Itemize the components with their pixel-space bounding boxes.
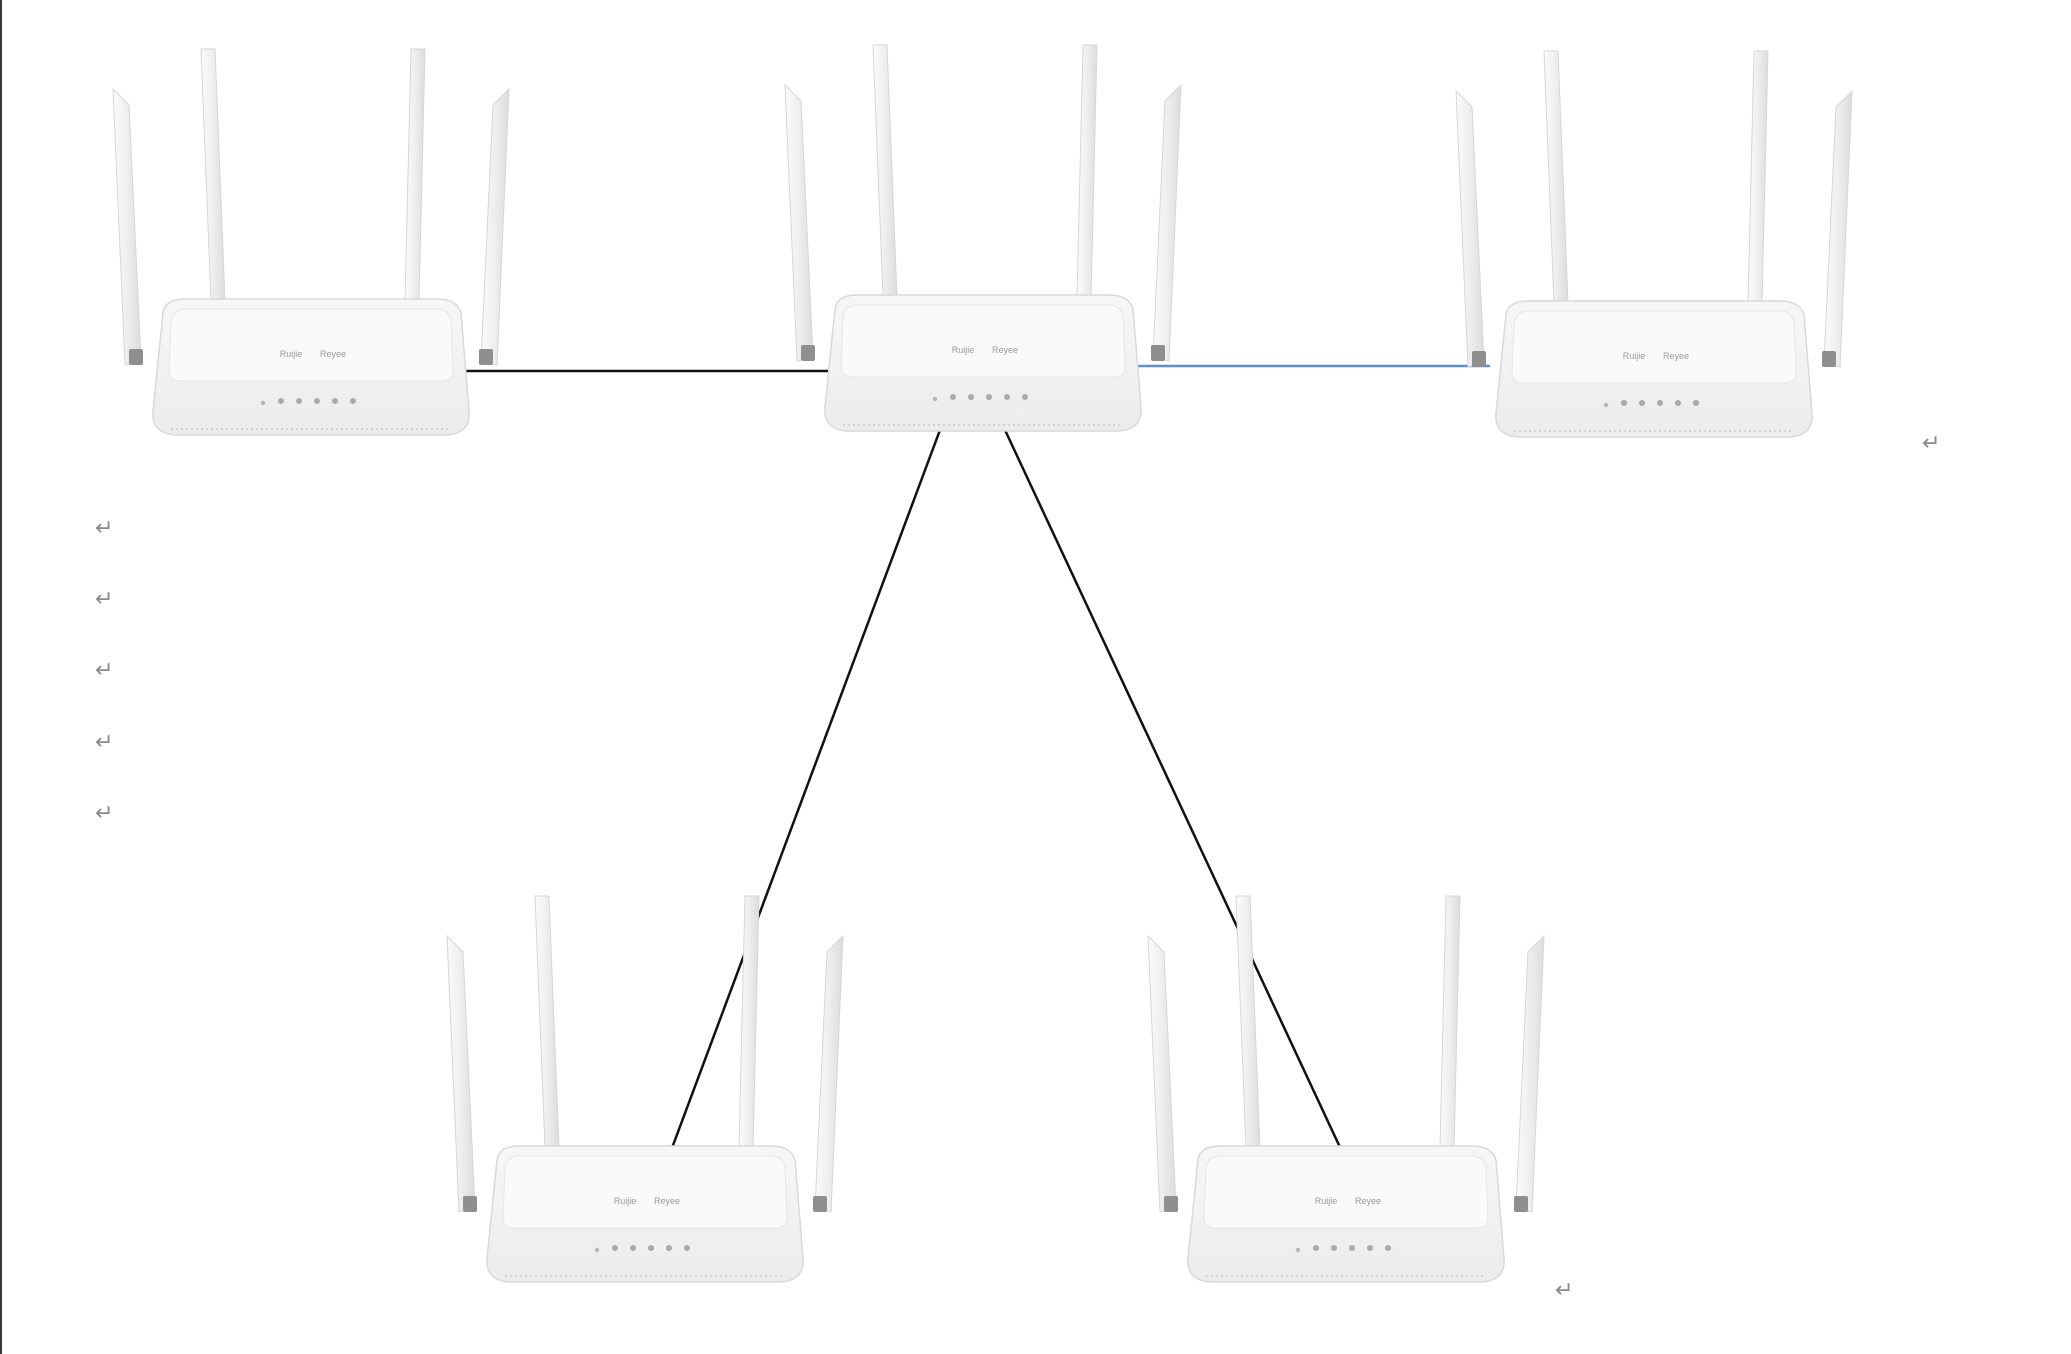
router-brand-label: Ruijie xyxy=(1623,351,1646,361)
paragraph-mark: ↵ xyxy=(95,587,114,612)
router-model-label: Reyee xyxy=(1355,1196,1381,1206)
paragraph-mark: ↵ xyxy=(1555,1278,1574,1303)
router-brand-label: Ruijie xyxy=(1315,1196,1338,1206)
page-left-border xyxy=(0,0,2,1354)
router-model-label: Reyee xyxy=(654,1196,680,1206)
router-top-center[interactable]: Ruijie Reyee xyxy=(784,44,1182,432)
router-bottom-right[interactable]: Ruijie Reyee xyxy=(1147,895,1545,1283)
paragraph-mark: ↵ xyxy=(95,801,114,826)
paragraph-mark: ↵ xyxy=(95,730,114,755)
router-model-label: Reyee xyxy=(1663,351,1689,361)
paragraph-mark: ↵ xyxy=(95,658,114,683)
router-brand-label: Ruijie xyxy=(614,1196,637,1206)
router-brand-label: Ruijie xyxy=(280,349,303,359)
router-model-label: Reyee xyxy=(992,345,1018,355)
router-bottom-left[interactable]: Ruijie Reyee xyxy=(446,895,844,1283)
router-top-right[interactable]: Ruijie Reyee xyxy=(1455,50,1853,438)
router-top-left[interactable]: Ruijie Reyee xyxy=(112,48,510,436)
paragraph-mark: ↵ xyxy=(95,516,114,541)
router-model-label: Reyee xyxy=(320,349,346,359)
router-brand-label: Ruijie xyxy=(952,345,975,355)
paragraph-mark: ↵ xyxy=(1922,431,1941,456)
link-center-to-bottom-right xyxy=(1003,429,1347,1159)
link-center-to-bottom-left xyxy=(670,429,942,1149)
